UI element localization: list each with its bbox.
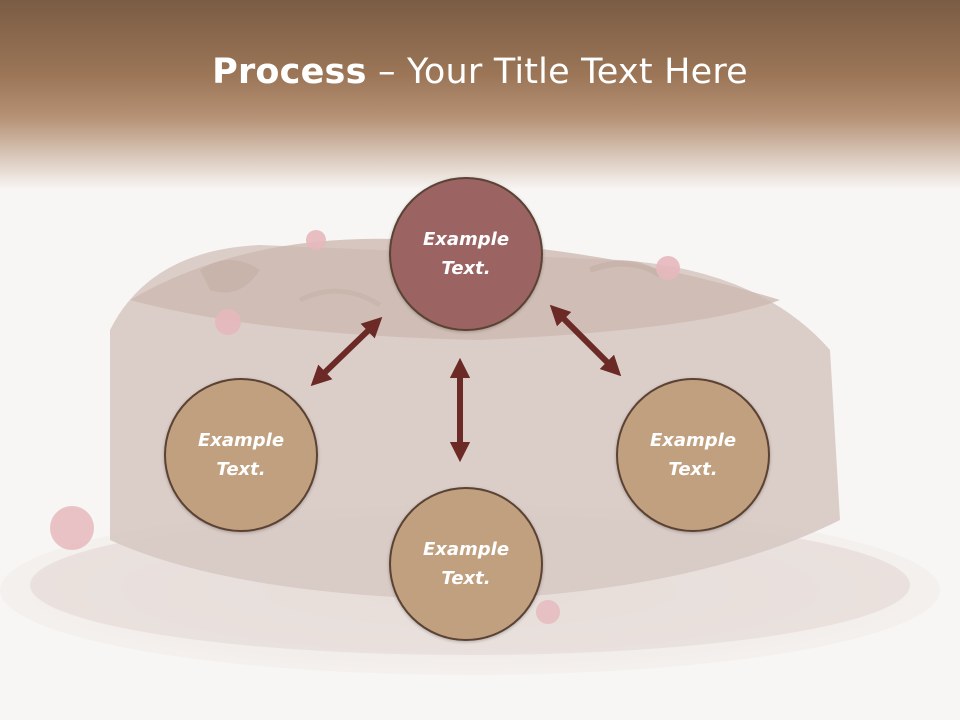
arrow-top-right [549, 304, 622, 377]
node-top-text: Example Text. [422, 229, 510, 279]
arrow-top-left [310, 316, 383, 387]
process-node-right[interactable]: Example Text. [616, 378, 770, 532]
title-rest: – Your Title Text Here [366, 52, 748, 92]
node-bottom-text: Example Text. [422, 539, 510, 589]
node-right-text: Example Text. [649, 430, 737, 480]
slide-title[interactable]: Process – Your Title Text Here [0, 52, 960, 92]
node-left-text: Example Text. [197, 430, 285, 480]
title-bold: Process [212, 52, 367, 92]
process-node-top[interactable]: Example Text. [389, 177, 543, 331]
header-band [0, 0, 960, 190]
process-node-bottom[interactable]: Example Text. [389, 487, 543, 641]
process-node-left[interactable]: Example Text. [164, 378, 318, 532]
